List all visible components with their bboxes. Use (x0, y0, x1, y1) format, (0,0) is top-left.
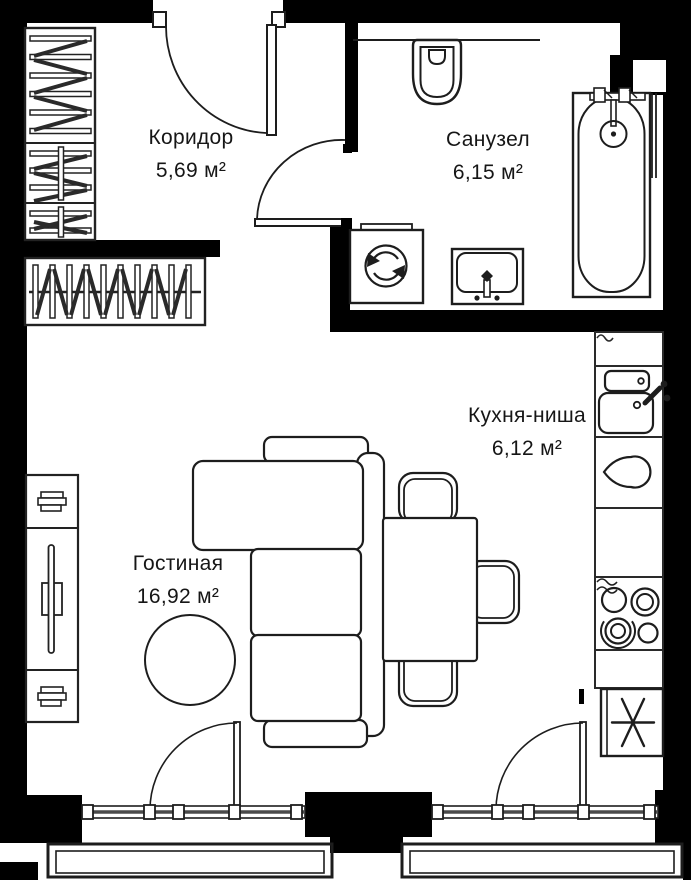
door-jamb (152, 11, 167, 28)
counter-drop (602, 455, 652, 489)
vent-squiggle (596, 334, 614, 342)
room-area: 6,12 м² (491, 437, 563, 460)
room-area: 16,92 м² (136, 585, 220, 608)
door-jamb (271, 11, 286, 28)
wall-niche (633, 60, 666, 92)
room-area: 6,15 м² (452, 161, 524, 184)
tall-wardrobe (23, 26, 97, 242)
tv-stand (24, 473, 80, 724)
chair (397, 471, 459, 525)
window-right (431, 804, 659, 820)
sofa (191, 435, 386, 749)
stove (596, 578, 660, 649)
balcony-right (400, 842, 684, 879)
rug (144, 614, 236, 706)
room-label-living: Гостиная 16,92 м² (93, 551, 263, 610)
door-swing-arc (256, 139, 346, 220)
room-label-corridor: Коридор 5,69 м² (106, 125, 276, 184)
window-left (81, 804, 306, 820)
door-swing-arc (165, 25, 267, 134)
room-area: 5,69 м² (155, 159, 227, 182)
washing-machine (348, 223, 425, 305)
low-wardrobe (23, 256, 207, 327)
kitchen-cabinets (594, 331, 664, 689)
shower-screen (651, 93, 657, 178)
balcony-door-left (149, 721, 241, 811)
room-label-bathroom: Санузел 6,15 м² (403, 127, 573, 186)
washbasin (450, 247, 525, 306)
tv-screen (47, 544, 55, 654)
entrance-door (152, 11, 286, 136)
bathroom-door (254, 139, 352, 229)
door-swing-arc (149, 722, 238, 811)
dining-table (381, 516, 479, 663)
room-name: Кухня-ниша (467, 404, 587, 427)
room-label-kitchen: Кухня-ниша 6,12 м² (442, 403, 612, 462)
balcony-left (46, 842, 334, 879)
room-name: Коридор (148, 126, 234, 149)
door-leaf (266, 24, 277, 136)
room-name: Гостиная (132, 552, 224, 575)
balcony-door-right (495, 721, 587, 811)
kitchen-sink (597, 369, 671, 435)
toilet (411, 38, 463, 106)
door-swing-arc (495, 722, 584, 811)
fridge (599, 687, 665, 758)
bathtub (571, 87, 652, 299)
room-name: Санузел (446, 128, 530, 151)
